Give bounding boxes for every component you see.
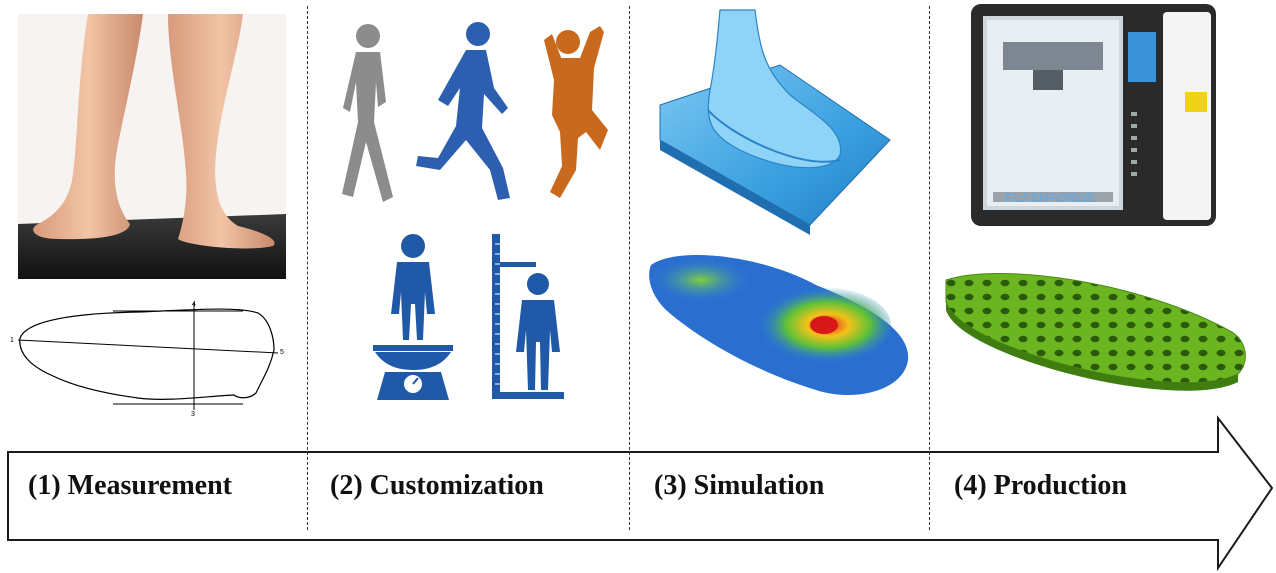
foot-outline-diagram: 4 5 1 3 [10, 301, 284, 418]
outline-mark-1: 1 [10, 337, 14, 344]
outline-mark-4: 4 [192, 301, 196, 308]
feet-photo [18, 14, 286, 279]
divider-1 [307, 6, 308, 530]
insole-pressure-map [649, 254, 909, 396]
lattice-insole [945, 273, 1246, 391]
running-figure-icon [416, 22, 510, 200]
3d-printer: FLASHFORGE [971, 4, 1216, 226]
foot-mold-simulation [659, 9, 891, 235]
walking-figure-icon [342, 24, 393, 202]
divider-3 [929, 6, 930, 530]
outline-mark-3: 3 [191, 411, 195, 418]
stage-label-measurement: (1) Measurement [28, 470, 232, 501]
weight-scale-icon [373, 234, 453, 400]
outline-mark-5: 5 [280, 349, 284, 356]
stage-label-simulation: (3) Simulation [654, 470, 825, 501]
stage-label-production: (4) Production [954, 470, 1127, 501]
height-meter-icon [492, 234, 564, 399]
jumping-figure-icon [544, 26, 608, 198]
divider-2 [629, 6, 630, 530]
stage-label-customization: (2) Customization [330, 470, 544, 501]
printer-brand: FLASHFORGE [1005, 190, 1095, 205]
